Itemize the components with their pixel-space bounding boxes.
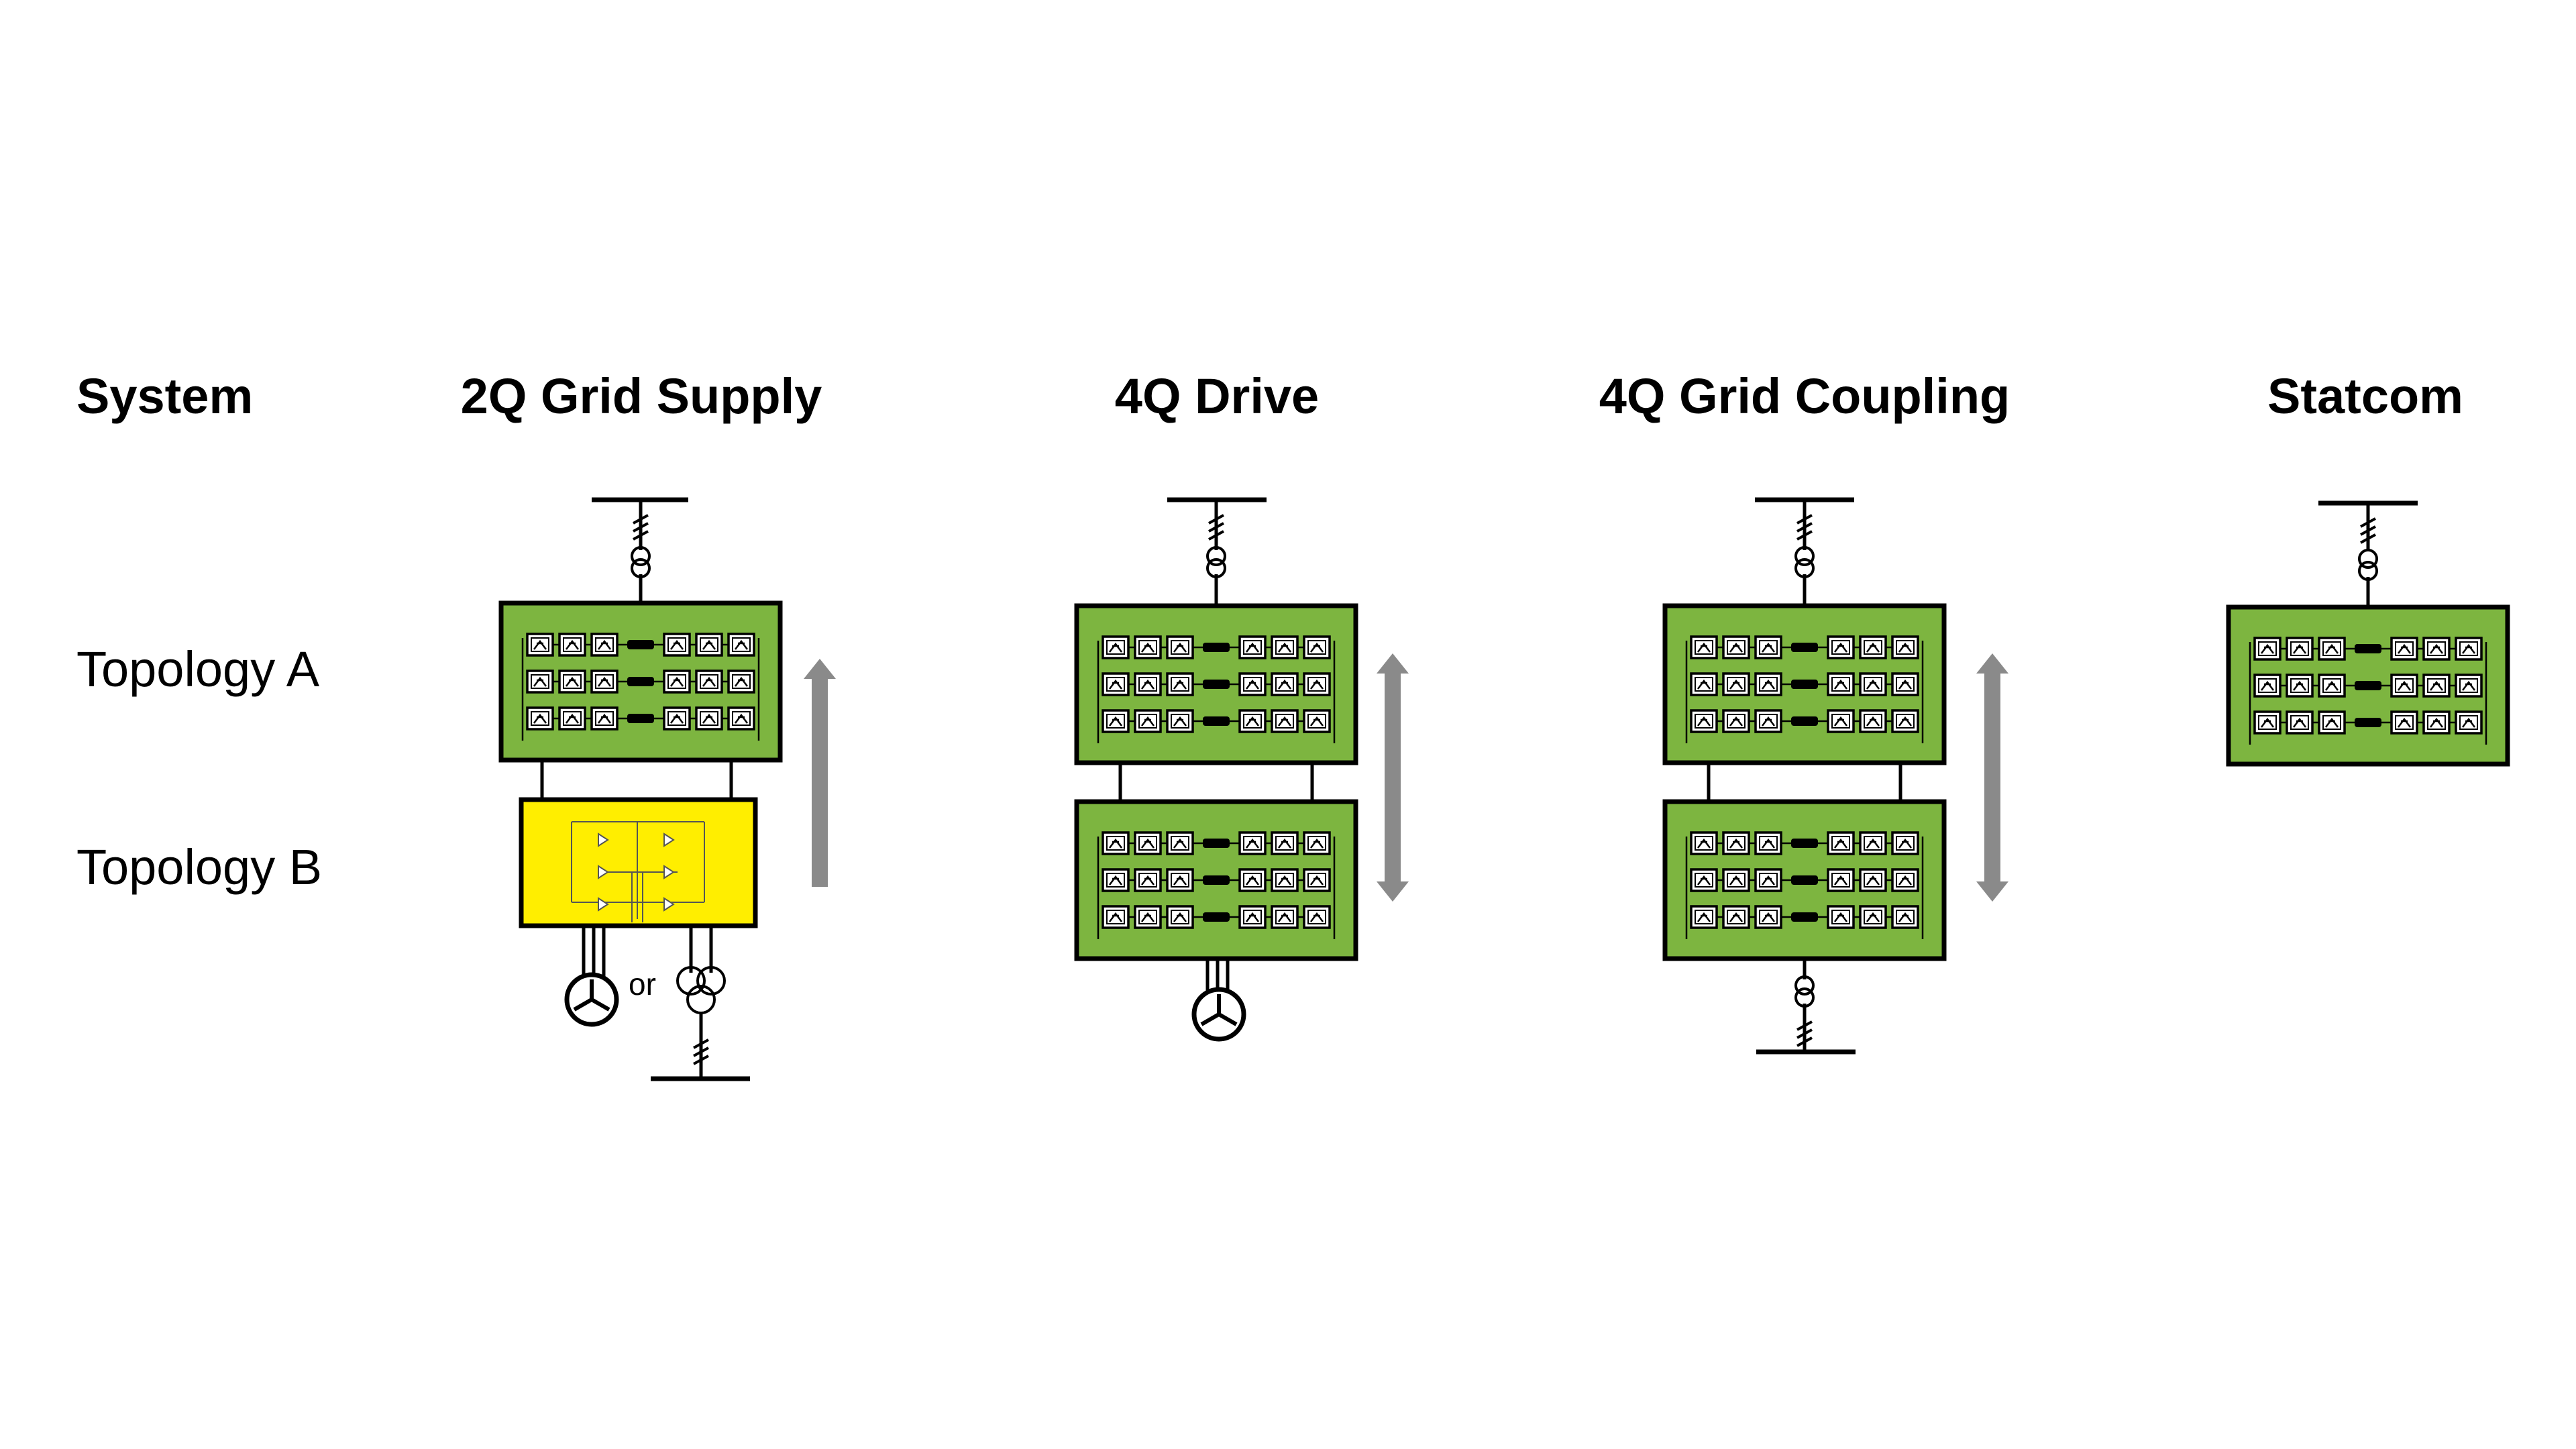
three-phase-slashes-icon (632, 514, 649, 541)
column-statcom (2229, 500, 2508, 764)
transformer-icon (1794, 975, 1815, 1008)
transformer-icon (1794, 546, 1815, 578)
column-title-4q-grid-coupling: 4Q Grid Coupling (1599, 368, 2010, 424)
three-phase-slashes-icon (1796, 1020, 1813, 1047)
three-phase-slashes-icon (692, 1038, 710, 1065)
power-flow-bidirectional-arrow-icon (1377, 653, 1409, 902)
column-2q-grid-supply (501, 497, 836, 1081)
column-title-statcom: Statcom (2267, 368, 2463, 424)
transformer-icon (1206, 546, 1226, 578)
column-4q-grid-coupling (1665, 497, 2008, 1055)
converter-module-icon (1077, 802, 1356, 959)
column-4q-drive (1077, 497, 1409, 1039)
or-label: or (629, 967, 656, 1002)
converter-module-icon (2229, 607, 2508, 764)
rectifier-block-icon (519, 797, 758, 928)
row-header-system: System (76, 368, 254, 424)
column-title-4q-drive: 4Q Drive (1114, 368, 1320, 424)
column-title-2q-grid-supply: 2Q Grid Supply (460, 368, 822, 424)
transformer-icon (2358, 549, 2378, 581)
motor-icon (567, 975, 616, 1024)
converter-module-icon (1077, 606, 1356, 763)
row-label-topology-b: Topology B (76, 839, 323, 895)
converter-module-icon (1665, 802, 1944, 959)
motor-icon (1194, 989, 1244, 1039)
transformer-icon (631, 546, 651, 578)
three-phase-slashes-icon (1796, 514, 1813, 541)
three-winding-transformer-icon (676, 966, 726, 1014)
three-phase-slashes-icon (2359, 517, 2377, 544)
row-label-topology-a: Topology A (76, 641, 320, 697)
three-phase-slashes-icon (1208, 514, 1225, 541)
power-flow-bidirectional-arrow-icon (1976, 653, 2008, 902)
converter-module-icon (501, 603, 780, 760)
converter-module-icon (1665, 606, 1944, 763)
power-flow-up-arrow-icon (804, 659, 836, 887)
